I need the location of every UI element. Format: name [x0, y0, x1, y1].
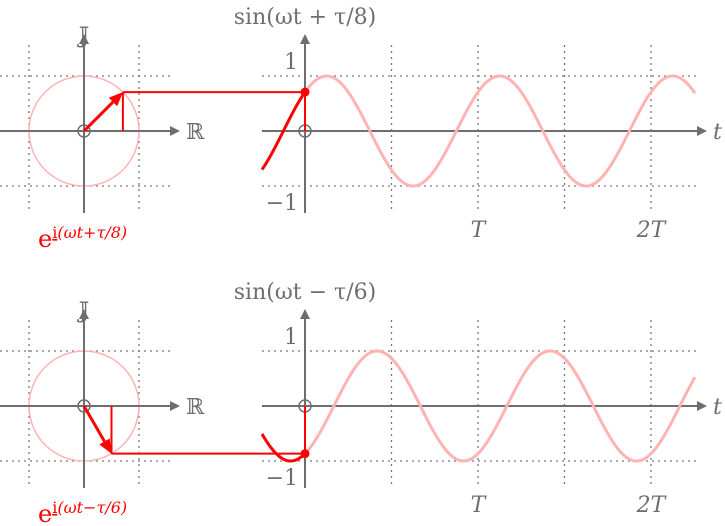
tick-label-1: 1 — [284, 325, 298, 350]
tick-label-2T: 2T — [636, 218, 668, 243]
origin-marker — [77, 399, 91, 413]
sine-title: sin(ωt − τ/6) — [234, 280, 376, 305]
time-axis-label: t — [713, 120, 722, 145]
phasor-arrow — [82, 405, 106, 443]
sine-title: sin(ωt + τ/8) — [234, 5, 376, 30]
tick-label-minus-1: −1 — [266, 191, 298, 216]
tick-label-minus-1: −1 — [266, 466, 298, 491]
tick-label-1: 1 — [284, 50, 298, 75]
phasor-arrowhead — [99, 438, 112, 454]
phasor-arrowhead — [108, 92, 123, 107]
sine-curve — [303, 74, 697, 188]
formula-imag-unit: i — [52, 498, 57, 517]
sine-curve-past — [260, 91, 307, 171]
time-axis-label: t — [713, 395, 722, 420]
current-value-dot — [300, 87, 310, 97]
current-value-dot — [300, 449, 310, 459]
sine-curve — [303, 349, 697, 463]
formula-base: e — [38, 225, 52, 253]
formula-exponent: (ωt+τ/8) — [57, 223, 127, 242]
imag-axis-label: 𝕁 — [77, 299, 89, 324]
tick-label-2T: 2T — [636, 493, 668, 518]
tick-label-T: T — [471, 493, 488, 518]
real-axis-label: ℝ — [186, 120, 205, 145]
formula-base: e — [38, 500, 52, 526]
formula-imag-unit: i — [52, 223, 57, 242]
real-axis-label: ℝ — [186, 395, 205, 420]
phasor-formula: ei(ωt+τ/8) — [38, 223, 127, 253]
imag-axis-label: 𝕁 — [77, 24, 89, 49]
phasor-formula: ei(ωt−τ/6) — [38, 498, 127, 526]
origin-marker — [77, 124, 91, 138]
sine-curve-past — [260, 433, 307, 463]
grid-lines-sine — [262, 320, 697, 488]
tick-label-T: T — [471, 218, 488, 243]
formula-exponent: (ωt−τ/6) — [57, 498, 127, 517]
grid-lines-sine — [262, 45, 697, 213]
phasor-arrow — [82, 100, 115, 133]
